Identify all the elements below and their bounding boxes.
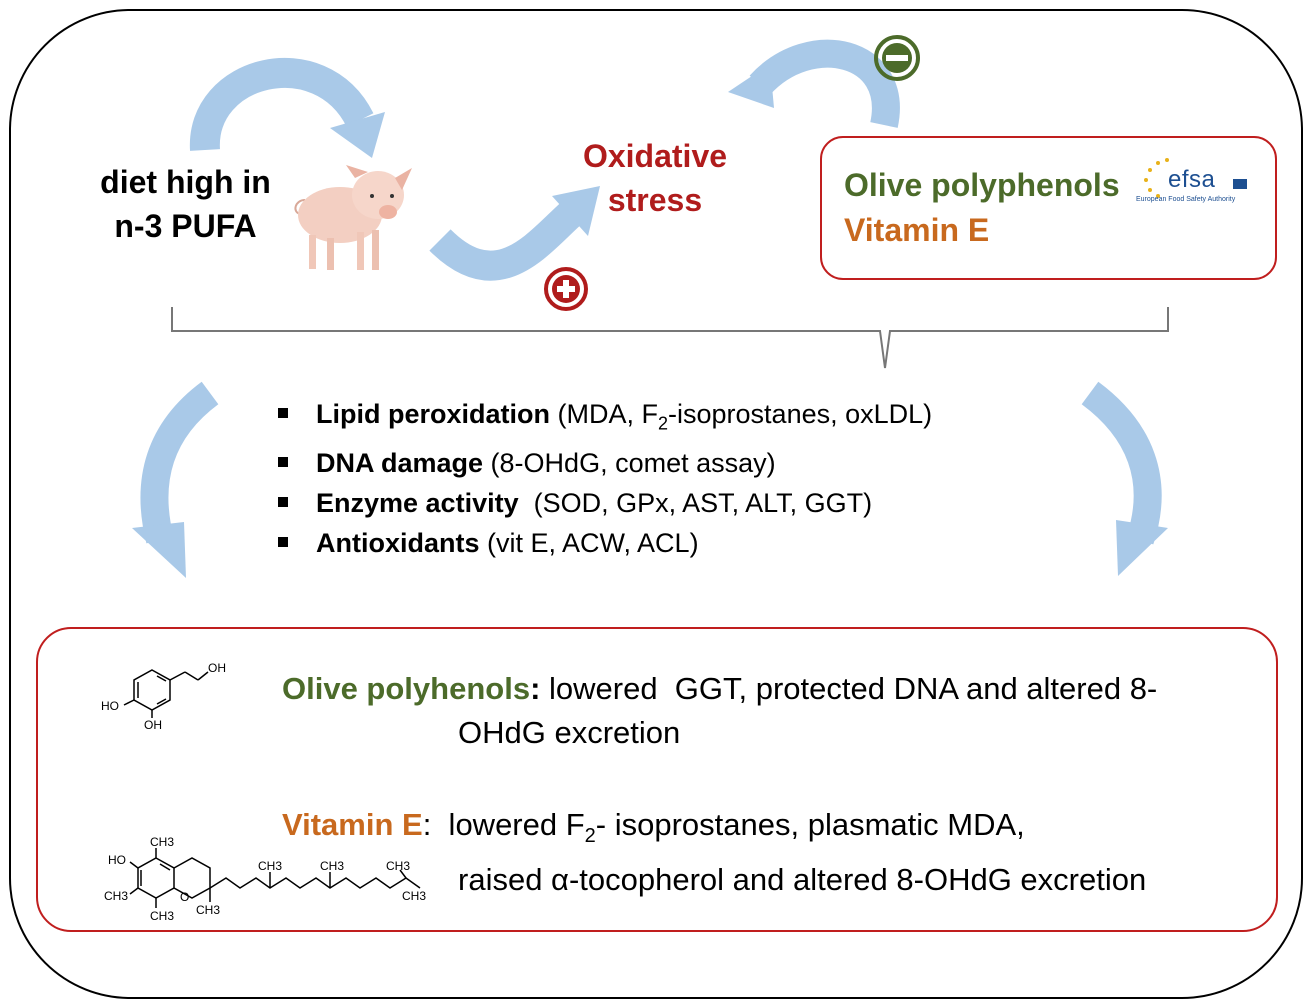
diet-label: diet high in n-3 PUFA — [88, 160, 283, 248]
tocopherol-structure — [129, 848, 421, 908]
result-vite-label: Vitamin E — [282, 807, 423, 842]
plus-circle-icon — [544, 267, 588, 311]
toco-ch3-e: CH3 — [258, 859, 282, 873]
diet-line1: diet high in — [100, 164, 271, 200]
minus-circle-icon — [874, 35, 920, 81]
efsa-stars — [1144, 158, 1169, 198]
list-item: Lipid peroxidation (MDA, F2-isoprostanes… — [278, 394, 932, 443]
result-vite: Vitamin E: lowered F2- isoprostanes, pla… — [282, 803, 1252, 902]
eu-flag-icon — [1233, 179, 1247, 189]
toco-ch3-a: CH3 — [150, 835, 174, 849]
bullet-icon — [278, 537, 288, 548]
result-olive-line2: OHdG excretion — [458, 715, 681, 750]
toco-ch3-b: CH3 — [104, 889, 128, 903]
result-vite-line2: raised α-tocopherol and altered 8-OHdG e… — [458, 862, 1147, 898]
protect-olive-label: Olive polyphenols — [844, 167, 1120, 203]
pig-image — [294, 165, 412, 270]
result-olive-label: Olive polyhenols — [282, 671, 531, 706]
marker-list: Lipid peroxidation (MDA, F2-isoprostanes… — [278, 394, 932, 563]
mol-ho: HO — [101, 699, 119, 713]
results-box — [36, 627, 1278, 932]
efsa-subtitle: European Food Safety Authority — [1136, 196, 1236, 203]
diet-line2: n-3 PUFA — [114, 208, 257, 244]
bullet-icon — [278, 407, 288, 418]
bullet-icon — [278, 497, 288, 508]
toco-ch3-d: CH3 — [196, 903, 220, 917]
curved-arrow-to-oxidative — [429, 186, 600, 281]
toco-ch3-g: CH3 — [386, 859, 410, 873]
curved-arrow-down-right — [1081, 381, 1168, 576]
toco-o: O — [180, 890, 189, 904]
mol-oh-2: OH — [144, 718, 162, 732]
toco-ho: HO — [108, 853, 126, 867]
list-item: DNA damage (8-OHdG, comet assay) — [278, 443, 932, 483]
protect-vite-label: Vitamin E — [844, 212, 990, 248]
toco-ch3-f: CH3 — [320, 859, 344, 873]
bullet-icon — [278, 457, 288, 468]
oxidative-stress-label: Oxidative stress — [565, 134, 745, 222]
oxidative-line2: stress — [607, 182, 703, 218]
toco-ch3-c: CH3 — [150, 909, 174, 923]
mol-oh-1: OH — [208, 661, 226, 675]
hydroxytyrosol-structure — [123, 669, 209, 718]
grouping-bracket — [171, 307, 1169, 369]
list-item: Antioxidants (vit E, ACW, ACL) — [278, 523, 932, 563]
protection-box — [820, 136, 1277, 280]
curved-arrow-down-left — [132, 381, 219, 578]
curved-arrow-feedback — [728, 39, 900, 128]
list-item: Enzyme activity (SOD, GPx, AST, ALT, GGT… — [278, 483, 932, 523]
curved-arrow-top-left — [189, 58, 385, 158]
toco-ch3-h: CH3 — [402, 889, 426, 903]
outer-frame — [9, 9, 1303, 999]
result-olive: Olive polyhenols: lowered GGT, protected… — [282, 667, 1252, 755]
oxidative-line1: Oxidative — [582, 138, 728, 174]
efsa-logo: efsa — [1168, 166, 1216, 193]
